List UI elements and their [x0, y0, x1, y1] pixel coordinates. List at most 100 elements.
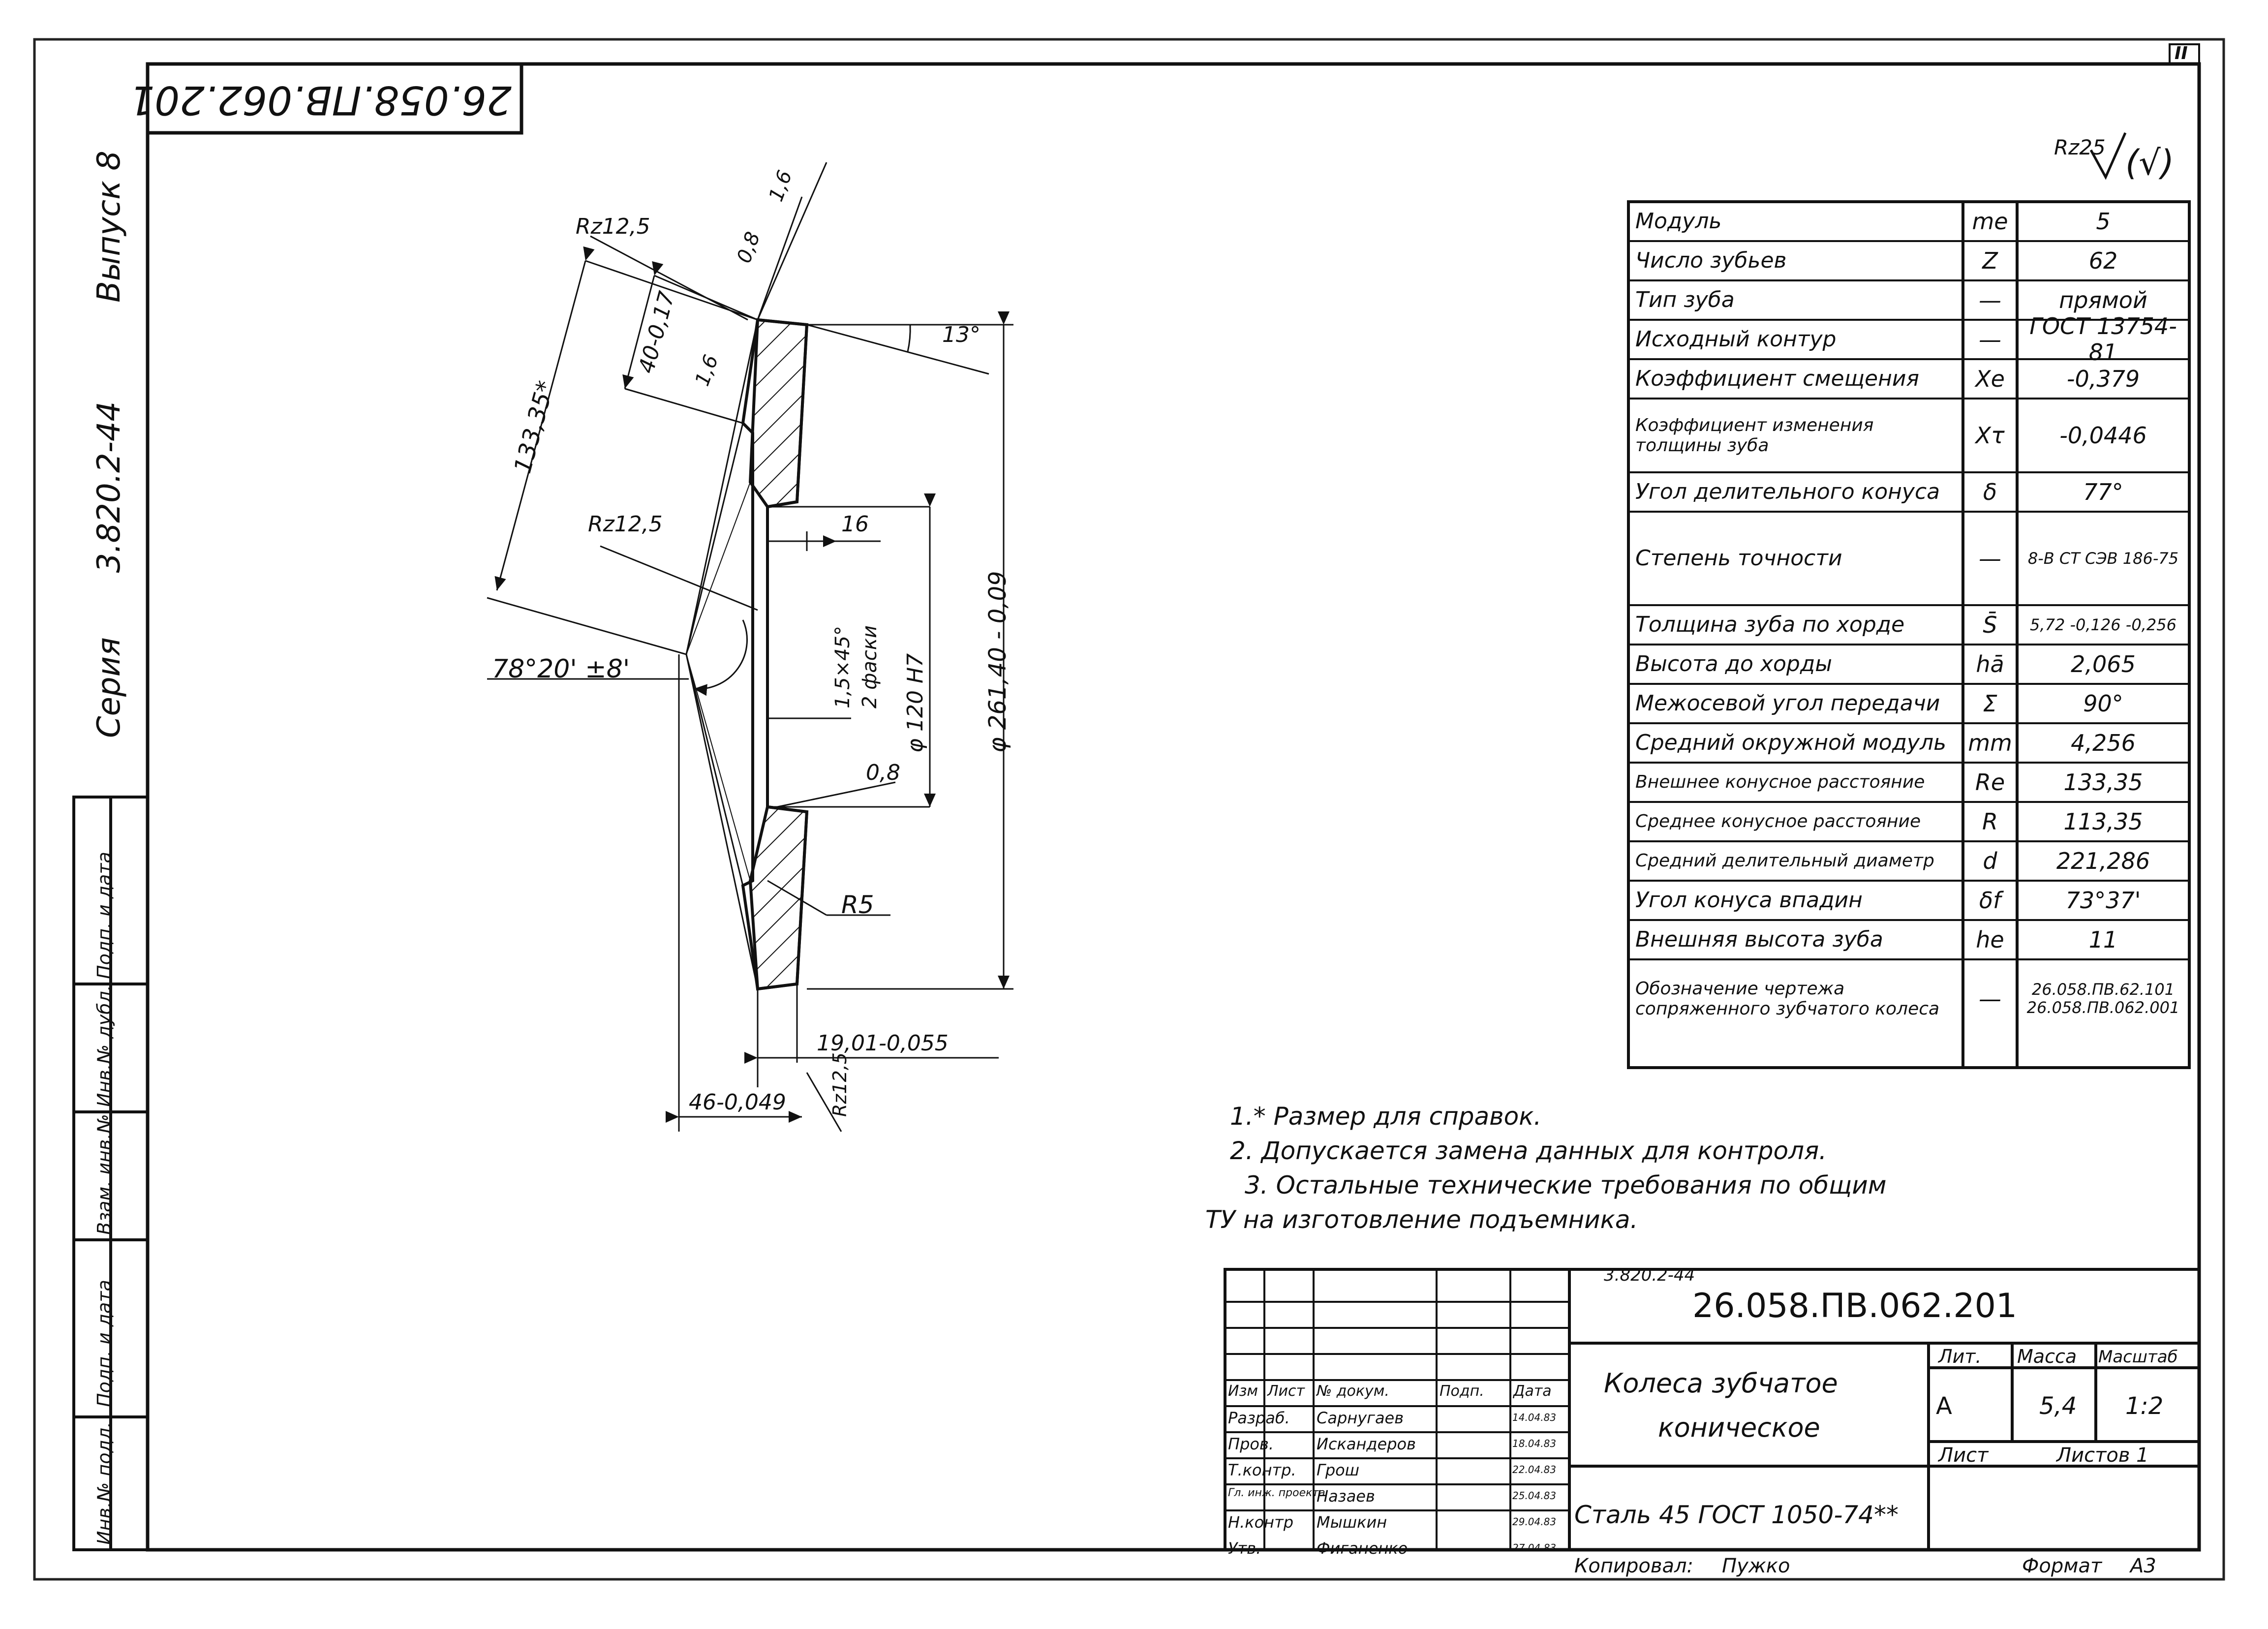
- param-row-name: Внешнее конусное расстояние: [1635, 772, 1925, 793]
- series-value: 3.820.2-44: [91, 401, 127, 573]
- param-row-name: Среднее конусное расстояние: [1635, 811, 1921, 832]
- stamp-podp-data-2: Подп. и дата: [93, 852, 115, 979]
- tb-mass-label: Масса: [2017, 1346, 2077, 1367]
- tb-name: Сарнугаев: [1317, 1409, 1404, 1427]
- stamp-vzam-inv: Взам. инв.№: [93, 1114, 115, 1235]
- param-row-value: 4,256: [2071, 729, 2136, 756]
- tb-sheets-label: Листов 1: [2056, 1444, 2149, 1467]
- issue-label: Выпуск: [91, 181, 127, 303]
- note-1: 1.* Размер для справок.: [1230, 1102, 1542, 1131]
- param-row-name: Обозначение чертежа сопряженного зубчато…: [1635, 978, 1940, 1019]
- tb-lit-value: А: [1936, 1392, 1952, 1420]
- stamp-inv-podl: Инв.№ подл.: [93, 1421, 115, 1545]
- dim-46: 46-0,049: [689, 1090, 786, 1115]
- param-row-name: Коэффициент изменения толщины зуба: [1635, 415, 1874, 456]
- dim-angle: 78°20' ±8': [492, 654, 630, 684]
- param-row-sym: S̄: [1983, 611, 1997, 638]
- tb-header-cell: Дата: [1513, 1383, 1552, 1400]
- param-row-value: 26.058.ПВ.62.101 26.058.ПВ.062.001: [2026, 980, 2180, 1017]
- param-row-name: Высота до хорды: [1635, 651, 1832, 676]
- dim-chamfer: 1,5×45°: [831, 625, 854, 708]
- param-row-sym: —: [1979, 545, 2001, 572]
- tb-role: Утв.: [1228, 1539, 1261, 1558]
- param-row-name: Угол конуса впадин: [1635, 887, 1863, 913]
- param-row-value: -0,0446: [2059, 422, 2147, 449]
- dim-rz-mid: Rz12,5: [588, 512, 663, 537]
- param-row-name: Угол делительного конуса: [1635, 479, 1940, 504]
- param-row-value: 221,286: [2056, 847, 2150, 874]
- tb-copied-label: Копировал:: [1574, 1555, 1694, 1577]
- dim-chamfer2: 2 фаски: [858, 625, 881, 708]
- dim-120: φ 120 H7: [903, 653, 928, 753]
- tb-header-cell: Подп.: [1440, 1383, 1484, 1400]
- tb-format-value: А3: [2130, 1555, 2156, 1577]
- stamp-inv-dubl: Инв.№ дубл.: [93, 985, 115, 1107]
- tb-role: Гл. инж. проекта: [1228, 1487, 1325, 1499]
- dim-19: 19,01-0,055: [817, 1031, 949, 1056]
- series-label: Серия: [91, 637, 127, 738]
- param-row-value: 113,35: [2063, 808, 2143, 835]
- tb-scale-label: Масштаб: [2098, 1347, 2178, 1367]
- series-vertical: Серия 3.820.2-44 Выпуск 8: [91, 151, 130, 738]
- param-row-sym: —: [1979, 985, 2001, 1012]
- param-row-name: Межосевой угол передачи: [1635, 690, 1940, 716]
- corner-mark: II: [2175, 43, 2188, 63]
- param-row-sym: Xτ: [1975, 422, 2005, 449]
- param-row-value: 8-В СТ СЭВ 186-75: [2027, 549, 2179, 568]
- param-row-sym: δf: [1979, 887, 2001, 914]
- title-block-left-grid: [1225, 1269, 1569, 1550]
- param-row-value: 90°: [2083, 690, 2123, 717]
- tb-name: Фиганенко: [1317, 1539, 1408, 1558]
- note-3: 3. Остальные технические требования по о…: [1245, 1171, 1887, 1199]
- tb-date: 25.04.83: [1512, 1490, 1557, 1502]
- param-row-value: 133,35: [2063, 768, 2143, 796]
- param-row-name: Толщина зуба по хорде: [1635, 612, 1905, 637]
- param-row-value: 5,72 -0,126 -0,256: [2030, 615, 2176, 634]
- param-row-sym: R: [1982, 808, 1998, 835]
- dim-08-mid: 0,8: [866, 760, 900, 785]
- tb-header-cell: № докум.: [1317, 1383, 1389, 1400]
- left-stamp-strip: [72, 796, 149, 1551]
- tb-name: Искандеров: [1317, 1435, 1416, 1453]
- tb-date: 27.04.83: [1512, 1542, 1557, 1554]
- tb-scale-value: 1:2: [2125, 1392, 2164, 1420]
- title-block-grid: [1224, 1268, 2201, 1551]
- param-row-name: Средний окружной модуль: [1635, 730, 1947, 755]
- param-row-value: 73°37': [2065, 887, 2141, 914]
- tb-lit-label: Лит.: [1938, 1346, 1982, 1367]
- param-row-name: Внешняя высота зуба: [1635, 926, 1883, 952]
- note-4: ТУ на изготовление подъемника.: [1205, 1205, 1638, 1234]
- tb-date: 29.04.83: [1512, 1516, 1557, 1528]
- tb-sheet-label: Лист: [1938, 1444, 1989, 1467]
- roughness-check-mark: [2089, 132, 2127, 180]
- param-row-value: 2,065: [2071, 650, 2136, 677]
- param-row-sym: —: [1979, 326, 2001, 353]
- rotated-doc-code: 26.058.ПВ.062.201: [129, 77, 512, 123]
- tb-copied-by: Пужко: [1722, 1555, 1790, 1577]
- dim-rz-top: Rz12,5: [576, 214, 650, 239]
- param-row-sym: he: [1976, 926, 2004, 953]
- param-row-sym: d: [1983, 847, 1997, 874]
- param-row-sym: Z: [1982, 247, 1998, 274]
- tb-name: Грош: [1317, 1461, 1359, 1479]
- dim-r5: R5: [841, 891, 874, 919]
- tb-date: 22.04.83: [1512, 1464, 1557, 1475]
- tb-role: Н.контр: [1228, 1513, 1294, 1532]
- dimension-lines: [487, 162, 1013, 1132]
- dim-16: 16: [841, 512, 869, 537]
- param-row-name: Средний делительный диаметр: [1635, 851, 1934, 871]
- param-row-name: Модуль: [1635, 208, 1722, 234]
- tb-doc-code: 26.058.ПВ.062.201: [1692, 1287, 2018, 1325]
- param-row-sym: δ: [1983, 478, 1997, 505]
- param-row-sym: Re: [1975, 768, 2005, 796]
- tb-role: Пров.: [1228, 1435, 1274, 1453]
- stamp-podp-data-1: Подп. и дата: [93, 1280, 115, 1407]
- tb-role: Разраб.: [1228, 1409, 1290, 1427]
- tb-date: 14.04.83: [1512, 1412, 1557, 1423]
- param-row-name: Коэффициент смещения: [1635, 366, 1919, 391]
- tb-material: Сталь 45 ГОСТ 1050-74**: [1574, 1501, 1899, 1529]
- tb-mass-value: 5,4: [2039, 1392, 2077, 1420]
- params-table-grid: [1627, 200, 2191, 1069]
- tb-name-line2: коническое: [1658, 1412, 1820, 1443]
- dim-261: φ 261,40 - 0,09: [984, 571, 1011, 753]
